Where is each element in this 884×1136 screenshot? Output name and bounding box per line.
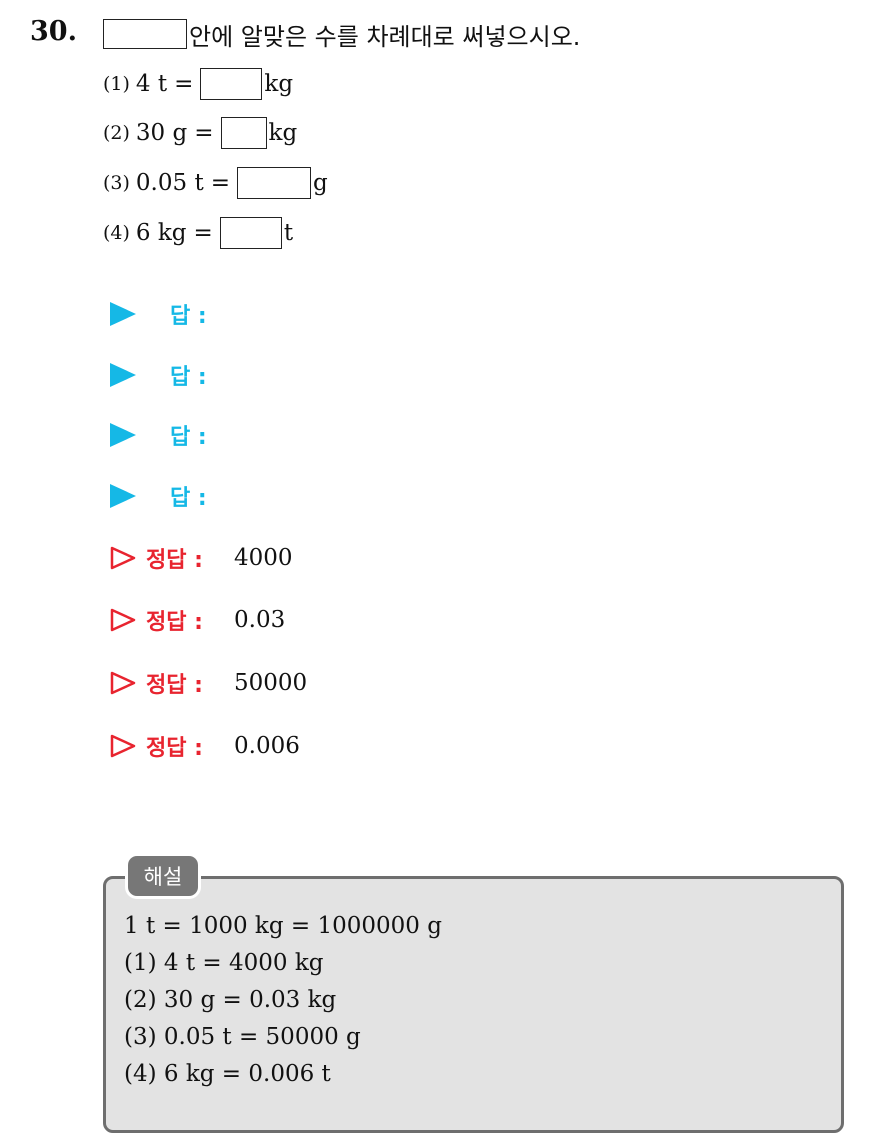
- play-triangle-icon: [110, 302, 136, 326]
- correct-answer-3: 정답 : 50000: [110, 661, 307, 705]
- correct-answer-2: 정답 : 0.03: [110, 598, 285, 642]
- question-instruction-line: 안에 알맞은 수를 차례대로 써넣으시오.: [103, 14, 580, 54]
- explanation-line: (3) 0.05 t = 50000 g: [124, 1024, 361, 1050]
- outline-triangle-icon: [110, 546, 136, 570]
- outline-triangle-icon: [110, 671, 136, 695]
- question-instruction: 안에 알맞은 수를 차례대로 써넣으시오.: [189, 22, 581, 51]
- answer-box[interactable]: [219, 217, 282, 249]
- answer-box[interactable]: [236, 167, 311, 199]
- answer-prompt-2: 답 :: [110, 355, 207, 395]
- correct-answer-4: 정답 : 0.006: [110, 724, 300, 768]
- subquestion-2: (2) 30 g = kg: [103, 113, 297, 153]
- explanation-line: (1) 4 t = 4000 kg: [124, 950, 324, 976]
- play-triangle-icon: [110, 423, 136, 447]
- answer-prompt-4: 답 :: [110, 476, 207, 516]
- subquestion-1: (1) 4 t = kg: [103, 64, 293, 104]
- answer-prompt-1: 답 :: [110, 294, 207, 334]
- explanation-line: 1 t = 1000 kg = 1000000 g: [124, 913, 442, 939]
- blank-box: [103, 19, 187, 49]
- explanation-line: (4) 6 kg = 0.006 t: [124, 1061, 331, 1087]
- explanation-box: [103, 876, 844, 1133]
- answer-box[interactable]: [200, 68, 263, 100]
- outline-triangle-icon: [110, 608, 136, 632]
- subquestion-4: (4) 6 kg = t: [103, 213, 293, 253]
- explanation-line: (2) 30 g = 0.03 kg: [124, 987, 337, 1013]
- explanation-content: 1 t = 1000 kg = 1000000 g (1) 4 t = 4000…: [124, 908, 442, 1093]
- correct-answer-1: 정답 : 4000: [110, 536, 293, 580]
- outline-triangle-icon: [110, 734, 136, 758]
- question-number: 30.: [30, 16, 77, 47]
- answer-prompt-3: 답 :: [110, 415, 207, 455]
- explanation-title: 해설: [128, 856, 198, 896]
- subquestion-3: (3) 0.05 t = g: [103, 163, 328, 203]
- answer-box[interactable]: [220, 117, 267, 149]
- play-triangle-icon: [110, 363, 136, 387]
- play-triangle-icon: [110, 484, 136, 508]
